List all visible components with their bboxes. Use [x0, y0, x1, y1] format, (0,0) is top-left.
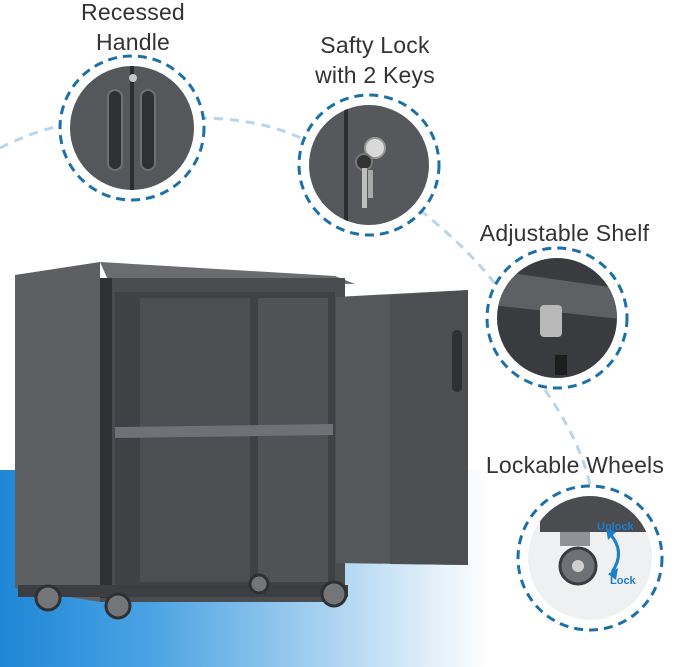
detail-circle-shelf [485, 246, 629, 390]
label-adjustable-shelf: Adjustable Shelf [479, 220, 650, 246]
cabinet-base [18, 585, 348, 597]
cabinet-side-panel [15, 262, 100, 602]
wheel-front-left [34, 584, 62, 612]
label-recessed-handle: Recessed Handle [58, 0, 208, 57]
detail-circle-handle [58, 54, 206, 202]
label-recessed-handle-line2: Handle [95, 29, 171, 55]
connector-arc-left [0, 123, 69, 150]
label-safety-lock: Safty Lock with 2 Keys [295, 30, 455, 90]
connector-arc-right [419, 208, 502, 291]
detail-circle-lock [297, 93, 441, 237]
wheel-back-right [320, 580, 348, 608]
connector-arc-lower [543, 389, 592, 486]
label-lockable-wheels: Lockable Wheels [485, 452, 665, 478]
label-recessed-handle-line1: Recessed [81, 0, 185, 25]
cabinet-shelf [115, 424, 333, 438]
detail-circle-wheels [516, 484, 664, 632]
wheel-back-mid [248, 573, 270, 595]
cabinet [15, 262, 468, 602]
label-safety-lock-line1: Safty Lock [320, 32, 430, 58]
cabinet-wheels [34, 573, 348, 620]
wheel-lock-tag: Lock [610, 575, 636, 587]
wheel-unlock-tag: Unlock [597, 521, 634, 533]
connector-arc-mid [197, 116, 306, 142]
label-safety-lock-line2: with 2 Keys [315, 62, 435, 88]
wheel-front-right [104, 592, 132, 620]
